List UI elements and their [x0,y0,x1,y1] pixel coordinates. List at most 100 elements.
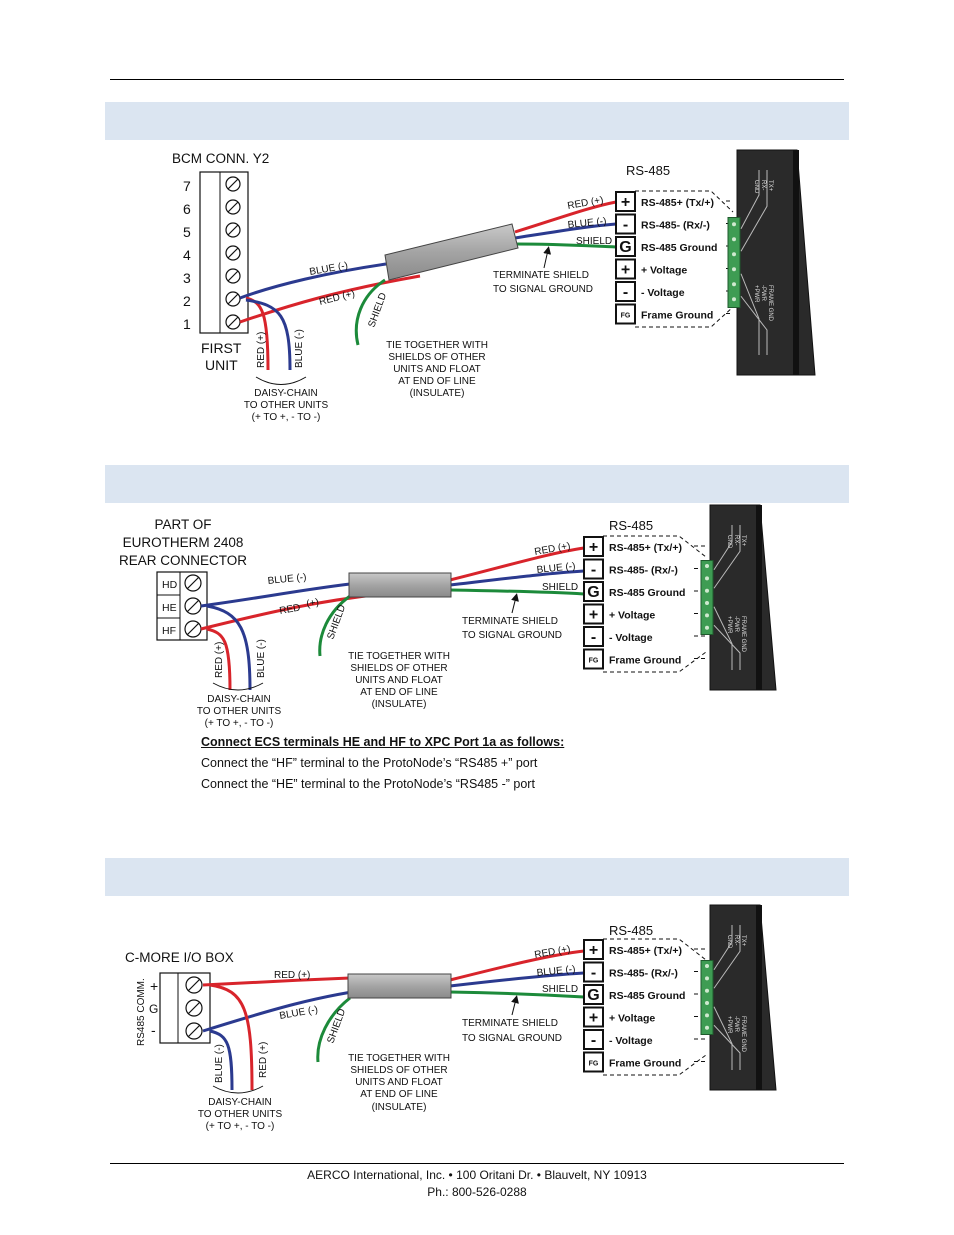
terminal-hf: HF [162,625,176,637]
footer-phone: Ph.: 800-526-0288 [427,1185,527,1199]
daisy-3a: DAISY-CHAIN [208,1097,272,1108]
drop-red-label-1: RED (+) [256,332,267,368]
right-blue-2 [449,569,585,587]
rs485-terminal-box [583,581,604,602]
rs485-terminal-symbol: FG [589,1061,599,1068]
wire-red-1 [239,274,421,324]
term-1b: TO SIGNAL GROUND [493,284,593,295]
cable-1 [384,223,519,281]
shield-label-3: SHIELD [325,1007,348,1045]
drop-red-label-3: RED (+) [258,1042,269,1078]
daisy-2b: TO OTHER UNITS [197,706,282,717]
drop-blue-3 [209,1029,234,1091]
tie-1d: AT END OF LINE [398,376,476,387]
rs485-terminal-symbol: FG [589,658,599,665]
rs485-terminal-label: RS-485 Ground [609,990,685,1002]
tie-2d: AT END OF LINE [360,687,438,698]
term-2a: TERMINATE SHIELD [462,616,558,627]
right-red-2 [449,546,585,582]
rs485-terminal-symbol: + [621,194,630,211]
rs485-terminal-box [583,536,604,557]
daisy-3b: TO OTHER UNITS [198,1109,283,1120]
header-rule [110,79,844,80]
rs485-terminal-box [583,1051,604,1073]
device-pin-label: RX- [733,535,739,545]
rs485-terminal-label: RS-485- (Rx/-) [609,565,678,577]
wire-blue-2 [200,582,351,608]
device-pin-label: TX+ [740,935,746,947]
pin-6: 6 [183,201,191,217]
red-label-2: RED [279,602,302,617]
daisy-1b: TO OTHER UNITS [244,400,329,411]
rs485-terminal-label: RS-485+ (Tx/+) [609,945,682,957]
rs485-title-3: RS-485 [609,923,653,938]
rs485-terminal-box [583,648,604,670]
right-blue-label-1: BLUE (-) [567,216,607,231]
rs485-terminal-symbol: - [591,629,596,646]
right-green-2 [449,588,585,596]
device-pin-label: +PWR [753,285,759,303]
shield-green-3 [316,996,351,1063]
tie-3a: TIE TOGETHER WITH [348,1053,450,1064]
unit-label: UNIT [205,357,238,373]
rs485-terminal-label: + Voltage [641,265,687,277]
daisy-2a: DAISY-CHAIN [207,694,271,705]
pin-2: 2 [183,293,191,309]
bcm-screws [225,176,241,330]
tie-2b: SHIELDS OF OTHER [350,663,447,674]
rs485-terminal-symbol: - [623,217,628,234]
drop-red-label-2: RED (+) [214,642,225,678]
device-pin-label: +PWR [726,616,732,634]
rs485-terminal-label: - Voltage [641,287,685,299]
right-shield-label-1: SHIELD [576,236,612,247]
bcm-pin-numbers: 7 6 5 4 3 2 1 [183,178,191,332]
rs485-terminal-symbol: G [587,584,599,601]
note-line-2: Connect the “HE” terminal to the ProtoNo… [201,777,535,791]
right-red-1 [514,200,617,234]
rs485-terminal-label: Frame Ground [609,655,681,667]
rs485-terminal-symbol: + [589,539,598,556]
diagram-cmore: C-MORE I/O BOX RS485 COMM. + G - RED (+)… [125,923,653,1132]
rs485-terminal-box [583,626,604,647]
rs485-terminal-box [615,191,636,212]
rs485-terminal-symbol: G [587,987,599,1004]
tie-3c: UNITS AND FLOAT [355,1077,443,1088]
rs485-terminal-label: Frame Ground [609,1058,681,1070]
device-pin-label: RX- [733,935,739,945]
red-label-3: RED (+) [274,970,310,981]
diagram-bcm: BCM CONN. Y2 7 6 5 4 3 2 1 FIRST UNIT [172,151,670,423]
device-pin-label: FRAME GND [740,1016,746,1053]
rs485-terminal-symbol: - [623,284,628,301]
right-green-3 [449,990,585,999]
wire-red-3 [202,976,351,987]
cable-3 [347,973,452,999]
euro-title-2: EUROTHERM 2408 [123,535,244,550]
device-pin-label: RX- [760,180,766,190]
pin-4: 4 [183,247,191,263]
right-green-1 [514,242,617,249]
shield-label-2: SHIELD [325,603,348,641]
daisy-3c: (+ TO +, - TO -) [206,1121,275,1132]
rs485-title-2: RS-485 [609,518,653,533]
rs485-terminal-label: RS-485- (Rx/-) [641,220,710,232]
drop-blue-1 [245,298,292,371]
rs485-terminal-box [583,1029,604,1050]
rs485-terminal-box [615,236,636,257]
rs485-terminal-box [615,303,636,325]
tie-2a: TIE TOGETHER WITH [348,651,450,662]
device-pin-label: GND [726,535,732,549]
section-band-2 [105,465,849,503]
right-blue-1 [514,222,617,240]
drop-blue-label-2: BLUE (-) [256,639,267,678]
device-pin-label: TX+ [767,180,773,192]
footer-address: AERCO International, Inc. • 100 Oritani … [307,1168,647,1182]
wire-blue-1 [239,262,387,300]
rs485-terminal-symbol: - [591,965,596,982]
rs485-terminal-blocks: + RS-485+ (Tx/+) - RS-485- (Rx/-) G RS-485 Gr… [583,149,816,1091]
rs485-terminal-symbol: - [591,562,596,579]
section-band-3 [105,858,849,896]
rs485-terminal-label: - Voltage [609,632,653,644]
